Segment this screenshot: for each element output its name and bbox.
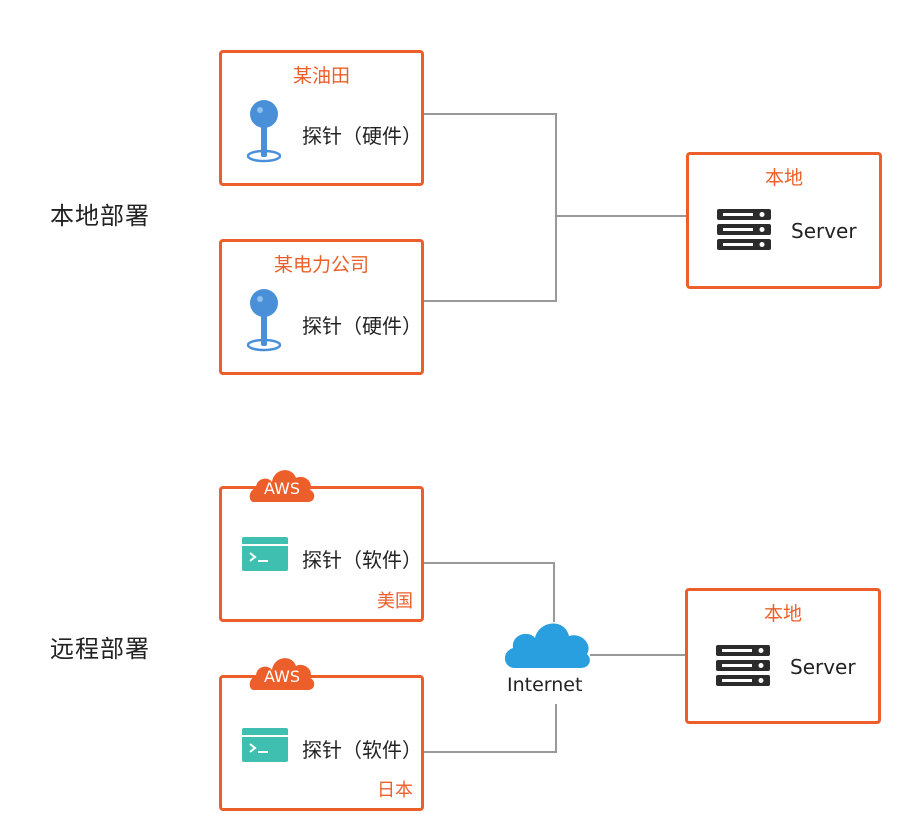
remote-probe-box-2: 探针（软件） 日本 <box>219 675 424 811</box>
local-server-box: 本地 Server <box>686 152 882 289</box>
region-label: 美国 <box>377 591 413 612</box>
server-icon <box>717 209 771 255</box>
aws-badge: AWS <box>248 650 316 690</box>
connector-probe2-server <box>423 216 557 302</box>
connector-remote-probe2-internet <box>423 704 557 753</box>
local-probe-box-2: 某电力公司 探针（硬件） <box>219 239 424 375</box>
section-label-local: 本地部署 <box>50 202 150 230</box>
map-pin-icon <box>246 288 282 358</box>
remote-probe-box-1: 探针（软件） 美国 <box>219 486 424 622</box>
box-title: 本地 <box>763 603 802 625</box>
probe-label: 探针（硬件） <box>302 314 422 338</box>
probe-label: 探针（硬件） <box>302 124 422 148</box>
aws-badge-label: AWS <box>263 667 301 686</box>
region-label: 日本 <box>377 780 413 801</box>
probe-label: 探针（软件） <box>302 738 422 762</box>
remote-server-box: 本地 Server <box>685 588 881 724</box>
server-icon <box>716 645 770 691</box>
aws-badge-label: AWS <box>263 479 301 498</box>
aws-badge: AWS <box>248 462 316 502</box>
server-label: Server <box>790 655 856 679</box>
box-title: 某电力公司 <box>273 254 369 276</box>
box-title: 本地 <box>764 167 803 189</box>
section-label-remote: 远程部署 <box>50 635 150 663</box>
map-pin-icon <box>246 99 282 169</box>
connector-probe1-server <box>423 113 686 217</box>
connector-remote-probe1-internet <box>423 562 555 622</box>
internet-label: Internet <box>507 674 583 696</box>
terminal-icon <box>242 728 288 768</box>
server-label: Server <box>791 219 857 243</box>
box-title: 某油田 <box>292 65 350 87</box>
local-probe-box-1: 某油田 探针（硬件） <box>219 50 424 186</box>
probe-label: 探针（软件） <box>302 548 422 572</box>
cloud-icon <box>501 614 593 674</box>
terminal-icon <box>242 537 288 577</box>
